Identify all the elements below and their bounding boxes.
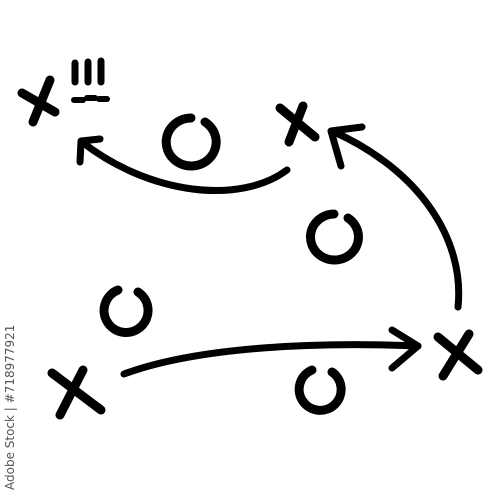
o-marker-left: [99, 285, 153, 337]
arrow-right-up: [327, 123, 463, 311]
arrow-top-left: [76, 135, 291, 194]
arrow-bottom: [120, 326, 422, 378]
o-marker-bottom: [294, 365, 346, 415]
x-marker-right: [433, 329, 483, 381]
o-marker-middle-right: [306, 209, 363, 265]
watermark-side-text: Adobe Stock | #718977921: [3, 325, 17, 490]
x-marker-bottom-left: [47, 365, 106, 420]
x-marker-top-left: [17, 75, 60, 127]
x-marker-top-center: [275, 101, 320, 147]
exclamation-marks: !!!: [71, 57, 110, 103]
o-marker-top: [161, 113, 221, 171]
